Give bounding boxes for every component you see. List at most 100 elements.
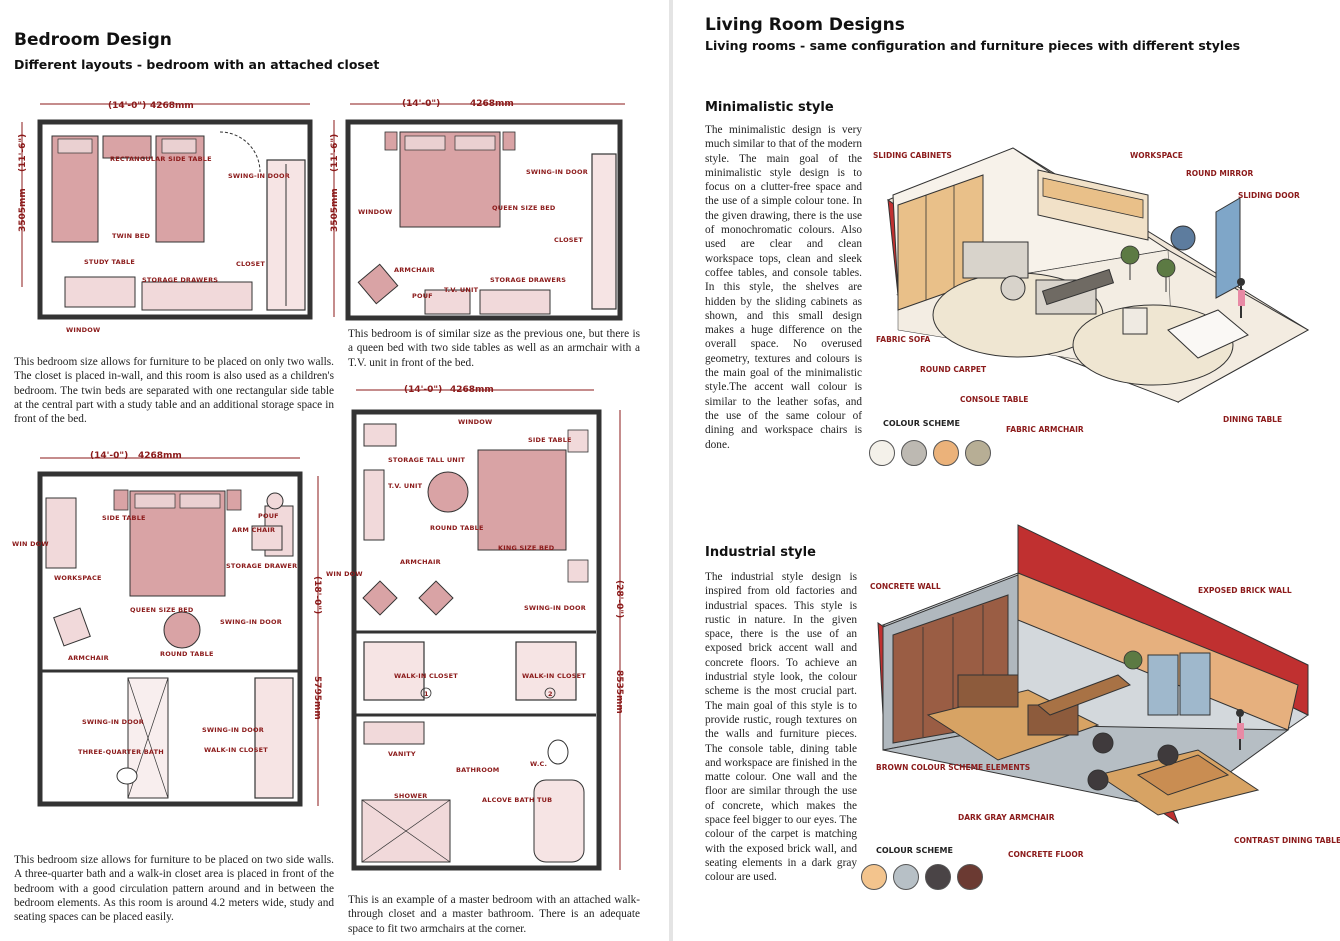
plan3-label-workspace: WORKSPACE — [54, 574, 102, 582]
plan2-label-armchair: ARMCHAIR — [394, 266, 435, 274]
minimal-label-round-carpet: ROUND CARPET — [920, 365, 987, 374]
plan3-label-window: WIN DOW — [12, 540, 49, 548]
plan2-caption: This bedroom is of similar size as the p… — [348, 328, 640, 369]
plan3-label-bath: THREE-QUARTER BATH — [78, 748, 164, 756]
plan1-dim-mm: 4268mm — [150, 101, 194, 111]
minimal-colour-scheme-label: COLOUR SCHEME — [883, 419, 960, 428]
industrial-label-concrete-wall: CONCRETE WALL — [870, 582, 941, 591]
industrial-swatch-2 — [893, 864, 919, 890]
plan3-label-drawer: STORAGE DRAWER — [226, 562, 297, 570]
minimal-text: The minimalistic design is very much sim… — [705, 124, 862, 451]
plan1-label-drawers: STORAGE DRAWERS — [142, 276, 218, 284]
industrial-heading: Industrial style — [705, 545, 816, 560]
right-page-title: Living Room Designs — [705, 15, 905, 35]
minimal-heading: Minimalistic style — [705, 100, 834, 115]
plan4-side-mm: 8535mm — [614, 670, 624, 714]
plan3-side-ft: (18'-0") — [312, 576, 322, 614]
plan1-label-window: WINDOW — [66, 326, 100, 334]
plan3-label-door-3: SWING-IN DOOR — [202, 726, 264, 734]
plan1-label-study-table: STUDY TABLE — [84, 258, 135, 266]
plan3-label-queen-bed: QUEEN SIZE BED — [130, 606, 194, 614]
right-page: Living Room Designs Living rooms - same … — [673, 0, 1340, 941]
plan1-side-ft: (11'-6") — [18, 134, 28, 172]
plan2-label-tv-unit: T.V. UNIT — [444, 286, 479, 294]
plan2-label-pouf: POUF — [412, 292, 433, 300]
minimal-label-fabric-sofa: FABRIC SOFA — [876, 335, 931, 344]
plan2-label-window: WINDOW — [358, 208, 392, 216]
plan2-dim-ft: (14'-0") — [402, 99, 440, 109]
plan4-caption: This is an example of a master bedroom w… — [348, 894, 640, 935]
plan1-label-twin-bed: TWIN BED — [112, 232, 151, 240]
plan1-caption: This bedroom size allows for furniture t… — [14, 356, 334, 426]
floor-plan-3: (14'-0") 4268mm 5795mm (18'-0") WIN DOW … — [12, 451, 322, 807]
plan4-label-round-table: ROUND TABLE — [430, 524, 484, 532]
plan4-label-closet-1: WALK-IN CLOSET — [394, 672, 458, 680]
industrial-colour-scheme-text: COLOUR SCHEME — [876, 846, 953, 855]
plan3-label-armchair: ARM CHAIR — [232, 526, 275, 534]
plan4-circle-1: 1 — [424, 690, 429, 698]
plan4-label-side-table: SIDE TABLE — [528, 436, 572, 444]
minimal-colour-scheme-text: COLOUR SCHEME — [883, 419, 960, 428]
plan4-label-bath-tub: ALCOVE BATH TUB — [482, 796, 552, 804]
plan3-side-mm: 5795mm — [312, 676, 322, 720]
page-subtitle: Different layouts - bedroom with an atta… — [14, 57, 380, 72]
plan2-label-closet: CLOSET — [554, 236, 583, 244]
industrial-label-concrete-floor: CONCRETE FLOOR — [1008, 850, 1084, 859]
plan3-label-door-2: SWING-IN DOOR — [82, 718, 144, 726]
page-title: Bedroom Design — [14, 30, 172, 50]
plan3-label-side-table: SIDE TABLE — [102, 514, 146, 522]
industrial-label-brown-elements: BROWN COLOUR SCHEME ELEMENTS — [876, 763, 1030, 772]
plan3-label-door-1: SWING-IN DOOR — [220, 618, 282, 626]
industrial-label-dark-armchair: DARK GRAY ARMCHAIR — [958, 813, 1055, 822]
minimal-label-sliding-door: SLIDING DOOR — [1238, 191, 1300, 200]
plan4-dim-mm: 4268mm — [450, 385, 494, 395]
right-page-subtitle: Living rooms - same configuration and fu… — [705, 38, 1241, 53]
plan4-label-storage: STORAGE TALL UNIT — [388, 456, 466, 464]
plan3-caption: This bedroom size allows for furniture t… — [14, 854, 334, 924]
left-page: Bedroom Design Different layouts - bedro… — [0, 0, 669, 941]
plan2-label-door: SWING-IN DOOR — [526, 168, 588, 176]
plan4-label-king-bed: KING SIZE BED — [498, 544, 555, 552]
plan4-label-window: WINDOW — [458, 418, 492, 426]
plan4-label-armchair: ARMCHAIR — [400, 558, 441, 566]
plan1-label-door: SWING-IN DOOR — [228, 172, 290, 180]
plan4-label-vanity: VANITY — [388, 750, 416, 758]
floor-plan-4: (14'-0") 4268mm 8535mm (28'-0") WINDOW S… — [326, 385, 624, 871]
plan3-label-walk-in: WALK-IN CLOSET — [204, 746, 268, 754]
plan3-label-pouf: POUF — [258, 512, 279, 520]
plan4-label-closet-2: WALK-IN CLOSET — [522, 672, 586, 680]
plan4-label-wc: W.C. — [530, 760, 547, 768]
plan2-label-drawers: STORAGE DRAWERS — [490, 276, 566, 284]
minimal-swatch-4 — [965, 440, 991, 466]
plan4-label-tv-unit: T.V. UNIT — [388, 482, 423, 490]
industrial-label-dining-table: CONTRAST DINING TABLE — [1234, 836, 1340, 845]
plan2-side-mm: 3505mm — [330, 188, 340, 232]
minimal-label-workspace: WORKSPACE — [1130, 151, 1183, 160]
plan4-side-ft: (28'-0") — [614, 580, 624, 618]
minimal-label-console-table: CONSOLE TABLE — [960, 395, 1028, 404]
floor-plan-1: (14'-0") 4268mm 3505mm (11'-6") RECTANGU… — [18, 101, 313, 334]
plan3-dim-mm: 4268mm — [138, 451, 182, 461]
minimal-label-fabric-armchair: FABRIC ARMCHAIR — [1006, 425, 1084, 434]
plan1-label-closet: CLOSET — [236, 260, 265, 268]
plan4-label-window-2: WIN DOW — [326, 570, 363, 578]
plan4-label-bathroom: BATHROOM — [456, 766, 499, 774]
plan2-side-ft: (11'-6") — [330, 134, 340, 172]
plan4-dim-ft: (14'-0") — [404, 385, 442, 395]
plan3-label-round-table: ROUND TABLE — [160, 650, 214, 658]
minimal-swatch-2 — [901, 440, 927, 466]
industrial-room-illustration: CONCRETE WALL EXPOSED BRICK WALL BROWN C… — [870, 524, 1340, 859]
plan4-label-shower: SHOWER — [394, 792, 427, 800]
plan4-label-door: SWING-IN DOOR — [524, 604, 586, 612]
plan3-dim-ft: (14'-0") — [90, 451, 128, 461]
minimal-swatch-3 — [933, 440, 959, 466]
plan2-label-queen-bed: QUEEN SIZE BED — [492, 204, 556, 212]
plan1-side-mm: 3505mm — [18, 188, 28, 232]
industrial-swatch-3 — [925, 864, 951, 890]
industrial-text: The industrial style design is inspired … — [705, 571, 857, 884]
floor-plan-2: (14'-0") 4268mm 3505mm (11'-6") SWING-IN… — [330, 99, 625, 321]
plan4-circle-2: 2 — [548, 690, 553, 698]
plan1-label-side-table: RECTANGULAR SIDE TABLE — [110, 155, 212, 163]
minimal-label-dining-table: DINING TABLE — [1223, 415, 1282, 424]
industrial-swatch-4 — [957, 864, 983, 890]
